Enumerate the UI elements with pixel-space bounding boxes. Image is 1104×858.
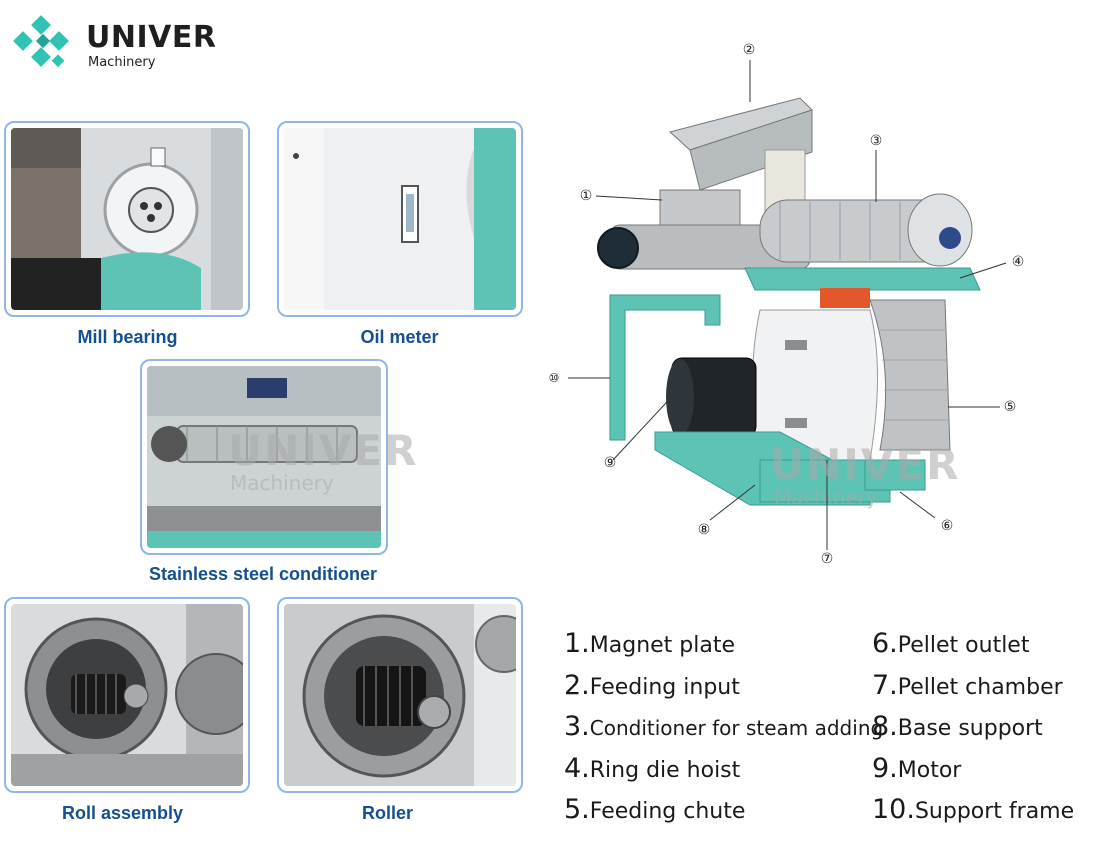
legend-item: 4.Ring die hoist	[564, 753, 883, 795]
photo-mill-bearing	[4, 121, 250, 317]
marker-7: ⑦	[820, 551, 834, 567]
legend-text: Base support	[897, 716, 1043, 741]
marker-8: ⑧	[697, 522, 711, 538]
marker-10: ⑩	[548, 371, 560, 385]
legend-text: Pellet chamber	[897, 674, 1063, 700]
legend-num: 10.	[872, 794, 915, 825]
legend-item: 7.Pellet chamber	[872, 670, 1074, 712]
marker-2: ②	[742, 42, 756, 58]
legend-item: 2.Feeding input	[564, 670, 883, 712]
caption-mill-bearing: Mill bearing	[77, 327, 178, 347]
marker-4: ④	[1011, 254, 1025, 270]
photo-roller	[277, 597, 523, 793]
legend-num: 1.	[564, 628, 590, 659]
pellet-mill-diagram: ① ② ③ ④ ⑤ ⑥ ⑦ ⑧ ⑨ ⑩	[540, 40, 1100, 580]
legend-item: 3.Conditioner for steam adding	[564, 711, 883, 753]
caption-roll-assembly: Roll assembly	[61, 803, 184, 823]
legend-text: Magnet plate	[589, 633, 736, 658]
legend-num: 9.	[872, 752, 898, 784]
legend-text: Feeding input	[589, 674, 740, 700]
legend-right: 6.Pellet outlet 7.Pellet chamber 8.Base …	[872, 628, 1074, 836]
legend-num: 5.	[564, 794, 590, 825]
marker-1: ①	[579, 188, 593, 204]
legend-item: 5.Feeding chute	[564, 794, 883, 836]
marker-3: ③	[869, 133, 883, 149]
legend-text: Feeding chute	[589, 799, 746, 824]
legend-item: 6.Pellet outlet	[872, 628, 1074, 670]
legend-text: Support frame	[914, 799, 1075, 824]
pellet-mill-illustration	[568, 60, 1007, 550]
legend-num: 8.	[872, 711, 898, 742]
marker-6: ⑥	[940, 518, 954, 534]
legend-item: 9.Motor	[872, 753, 1074, 795]
legend-num: 3.	[564, 711, 590, 742]
legend-text: Ring die hoist	[589, 757, 741, 783]
photo-stainless-steel-conditioner	[140, 359, 388, 555]
legend-text: Conditioner for steam adding	[589, 716, 884, 740]
legend-item: 10.Support frame	[872, 794, 1074, 836]
brand-subtitle: Machinery	[88, 55, 156, 70]
marker-9: ⑨	[603, 455, 617, 471]
caption-oil-meter: Oil meter	[360, 327, 439, 347]
legend-item: 1.Magnet plate	[564, 628, 883, 670]
legend-num: 7.	[872, 669, 898, 701]
photo-oil-meter	[277, 121, 523, 317]
legend-item: 8.Base support	[872, 711, 1074, 753]
photo-roll-assembly	[4, 597, 250, 793]
caption-roller: Roller	[361, 803, 413, 823]
legend-text: Pellet outlet	[897, 633, 1030, 658]
legend-num: 4.	[564, 752, 590, 784]
marker-5: ⑤	[1003, 399, 1017, 415]
brand-logo	[10, 14, 80, 76]
caption-stainless-steel-conditioner: Stainless steel conditioner	[148, 564, 378, 584]
legend-num: 6.	[872, 628, 898, 659]
brand-name: UNIVER	[86, 20, 217, 55]
legend-left: 1.Magnet plate 2.Feeding input 3.Conditi…	[564, 628, 883, 836]
legend-text: Motor	[897, 757, 962, 783]
legend-num: 2.	[564, 669, 590, 701]
univer-logo-icon	[13, 15, 69, 68]
